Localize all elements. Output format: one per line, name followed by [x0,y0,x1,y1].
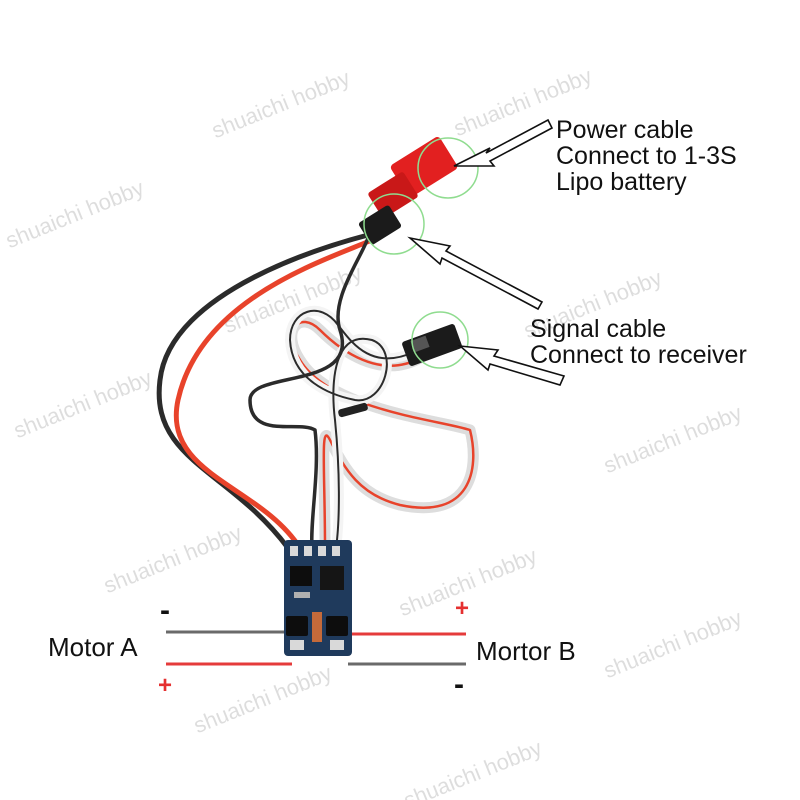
black-power-wire [156,232,371,551]
motor-a-plus-sign: + [158,672,173,699]
power-lead-callout-arrow [407,236,544,311]
signal-connector-highlight-ring [411,311,469,369]
motor-a-label: Motor A [48,632,138,662]
signal-connector [402,324,462,366]
power-plug-highlight-ring [417,137,479,199]
power-lead-highlight-ring [363,193,425,255]
motor-a-minus-sign: - [160,594,170,627]
cable-tie [338,402,368,418]
signal-callout-line-1: Signal cable [530,315,667,343]
motor-b-minus-sign: - [454,668,464,701]
power-callout-arrow [453,118,554,167]
power-plug [358,137,458,245]
power-callout-line-2: Connect to 1-3S [556,142,737,170]
signal-cable-callout: Signal cable Connect to receiver [530,316,747,368]
red-power-wire [173,237,375,551]
motor-b-plus-sign: + [455,595,470,622]
power-callout-line-1: Power cable [556,116,694,144]
power-callout-line-3: Lipo battery [556,168,687,196]
motor-b-label: Mortor B [476,636,576,666]
signal-callout-arrow [457,344,566,386]
signal-cable [248,236,479,554]
signal-callout-line-2: Connect to receiver [530,341,747,369]
power-cable-callout: Power cable Connect to 1-3S Lipo battery [556,117,737,195]
esc-board [284,540,352,656]
